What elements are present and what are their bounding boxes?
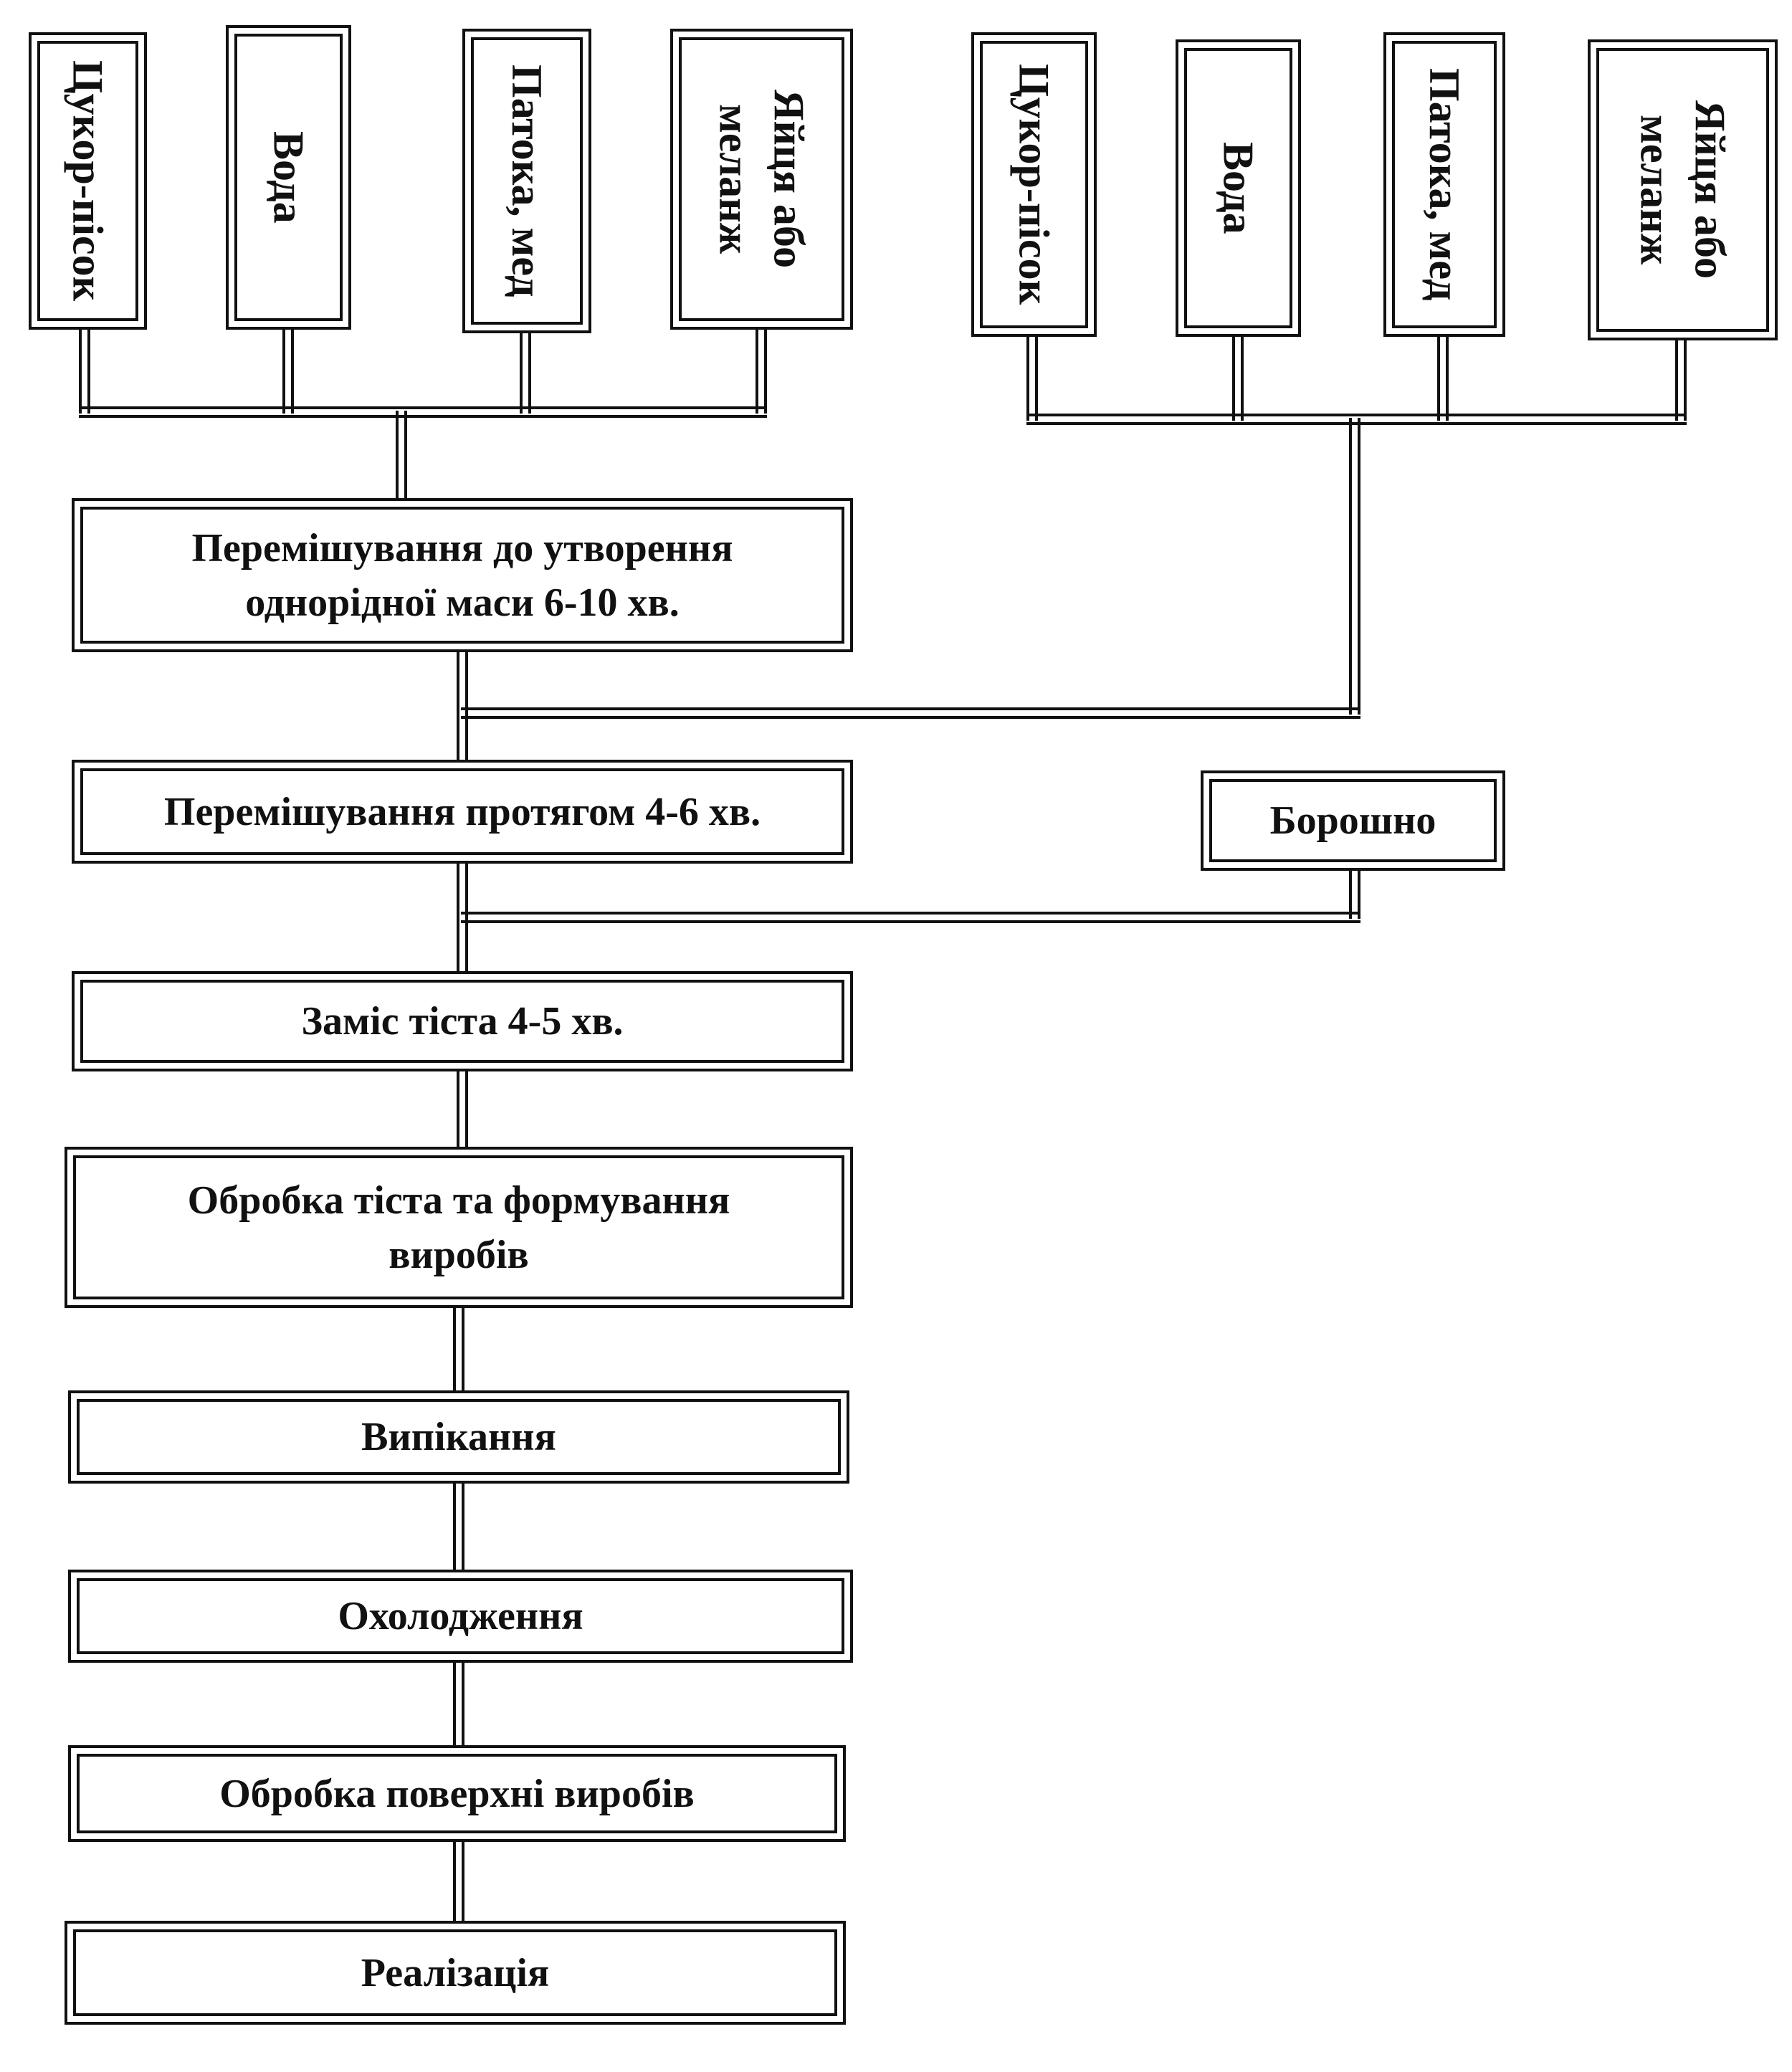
right-ingredient-sugar-label: Цукор-пісок xyxy=(1010,64,1058,305)
right-ingredient-eggs-label: Яйця або меланж xyxy=(1631,100,1734,280)
left-ingredient-water-label: Вода xyxy=(264,131,313,224)
step-shape: Обробка тіста та формування виробів xyxy=(65,1147,853,1308)
flour-box: Борошно xyxy=(1201,770,1505,871)
left-ingredient-sugar-label: Цукор-пісок xyxy=(64,60,112,302)
step-mix-homogeneous-label: Перемішування до утворення однорідної ма… xyxy=(191,525,733,625)
step-mix-homogeneous: Перемішування до утворення однорідної ма… xyxy=(72,498,853,652)
left-ingredient-water: Вода xyxy=(226,25,351,330)
step-knead: Заміс тіста 4-5 хв. xyxy=(72,971,853,1071)
step-bake-label: Випікання xyxy=(361,1415,556,1459)
left-ingredient-eggs: Яйця або меланж xyxy=(670,29,853,330)
step-sale-label: Реалізація xyxy=(361,1950,550,1995)
right-ingredient-molasses-label: Патока, мед xyxy=(1421,68,1468,301)
step-knead-label: Заміс тіста 4-5 хв. xyxy=(301,999,624,1044)
step-cool: Охолодження xyxy=(68,1570,853,1663)
step-mix-4-6-label: Перемішування протягом 4-6 хв. xyxy=(163,789,761,834)
step-shape-label: Обробка тіста та формування виробів xyxy=(187,1178,730,1277)
left-ingredient-eggs-label: Яйця або меланж xyxy=(710,90,813,269)
right-ingredient-water-label: Вода xyxy=(1214,142,1262,234)
left-ingredient-molasses: Патока, мед xyxy=(462,29,591,333)
right-ingredient-molasses: Патока, мед xyxy=(1383,32,1505,337)
step-cool-label: Охолодження xyxy=(338,1594,583,1638)
right-ingredient-eggs: Яйця або меланж xyxy=(1588,39,1778,340)
flour-label: Борошно xyxy=(1269,798,1436,843)
right-ingredient-sugar: Цукор-пісок xyxy=(971,32,1097,337)
step-surface: Обробка поверхні виробів xyxy=(68,1745,846,1842)
left-ingredient-sugar: Цукор-пісок xyxy=(29,32,147,330)
step-sale: Реалізація xyxy=(65,1921,846,2025)
left-ingredient-molasses-label: Патока, мед xyxy=(503,65,551,297)
step-surface-label: Обробка поверхні виробів xyxy=(219,1771,695,1816)
right-ingredient-water: Вода xyxy=(1176,39,1301,337)
step-bake: Випікання xyxy=(68,1390,849,1484)
step-mix-4-6: Перемішування протягом 4-6 хв. xyxy=(72,760,853,864)
